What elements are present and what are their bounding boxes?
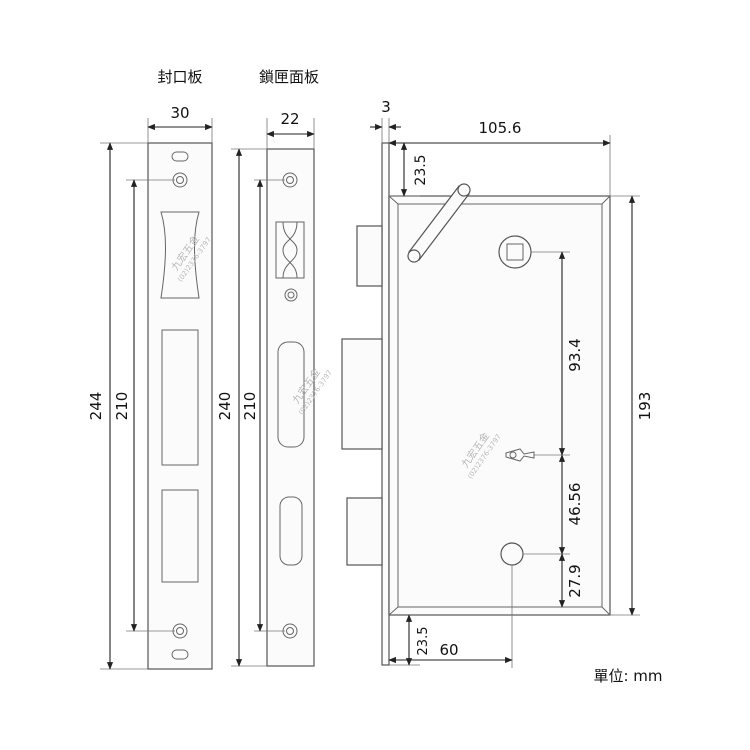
dim-left-width: 30 — [170, 104, 189, 122]
dim-left-height: 244 — [87, 392, 105, 421]
dim-key-to-lower: 46.56 — [566, 483, 584, 526]
left-plate — [147, 142, 213, 670]
dim-backset: 60 — [439, 641, 458, 659]
dim-body-thickness: 3 — [381, 98, 391, 116]
lock-body — [341, 142, 611, 666]
units-label: 單位: mm — [593, 667, 662, 685]
dim-bottom-offset: 23.5 — [416, 627, 431, 656]
middle-plate-title: 鎖匣面板 — [259, 68, 319, 86]
dim-middle-holes: 210 — [241, 392, 259, 421]
dim-top-offset: 23.5 — [413, 154, 429, 185]
dim-middle-height: 240 — [216, 392, 234, 421]
dim-body-height: 193 — [636, 392, 654, 421]
dim-middle-width: 22 — [280, 110, 299, 128]
dim-lower-to-bottom: 27.9 — [566, 564, 584, 597]
left-plate-title: 封口板 — [157, 68, 202, 86]
middle-plate — [266, 148, 315, 667]
dim-left-holes: 210 — [113, 392, 131, 421]
dim-body-width: 105.6 — [479, 119, 522, 137]
dim-spindle-to-key: 93.4 — [566, 338, 584, 371]
